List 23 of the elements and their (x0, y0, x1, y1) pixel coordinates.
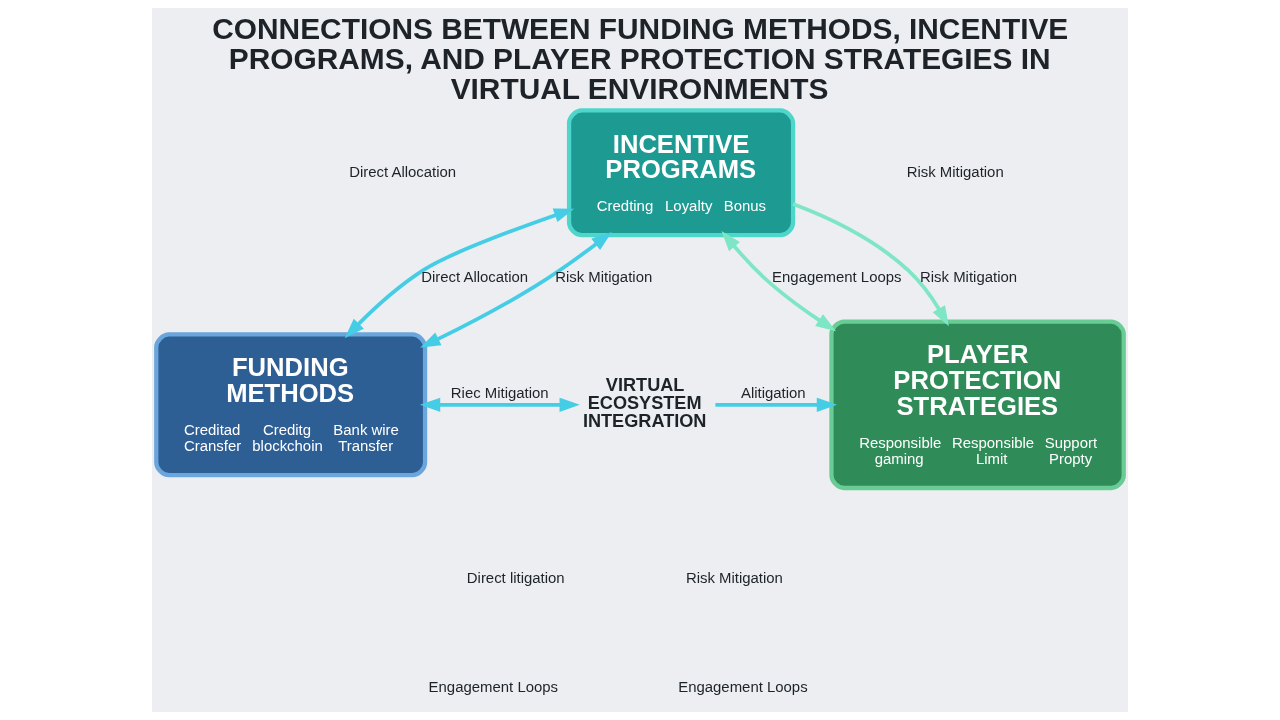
edge-label: Risk Mitigation (920, 268, 1018, 286)
arrow (344, 208, 575, 339)
edge-label: Direct Allocation (421, 268, 529, 286)
node-box: PLAYER PROTECTION STRATEGIES Responsible gaming Responsible Limit Support Propty (829, 319, 1126, 491)
label: Engagement Loops (428, 678, 559, 696)
arrow (721, 230, 837, 332)
edge-label: Engagement Loops (772, 268, 902, 286)
label: Direct Allocation (349, 162, 457, 180)
label: Direct litigation (466, 568, 565, 586)
label: Risk Mitigation (685, 568, 783, 586)
edge-label: Risk Mitigation (555, 268, 653, 286)
label: Engagement Loops (678, 678, 808, 696)
node-box: FUNDING METHODS Creditad Cransfer Creditg blockchoin Bank wire Transfer (154, 332, 428, 478)
arrow (419, 397, 580, 412)
edge-label: Alitigation (740, 383, 806, 401)
node-text: VIRTUAL ECOSYSTEM INTEGRATION (582, 375, 707, 432)
node-box: INCENTIVE PROGRAMS Credting Loyalty Bonus (566, 108, 796, 238)
diagram-title: CONNECTIONS BETWEEN FUNDING METHODS, INCENTIVE PROGRAMS, AND PLAYER PROTECTION STRATEGIES IN VIRTUAL ENVIRONMENTS (212, 12, 1069, 106)
arrow (792, 202, 949, 327)
edge-label: Riec Mitigation (450, 383, 549, 401)
arrow (420, 231, 612, 348)
label: Risk Mitigation (906, 162, 1004, 180)
arrow (715, 397, 838, 412)
